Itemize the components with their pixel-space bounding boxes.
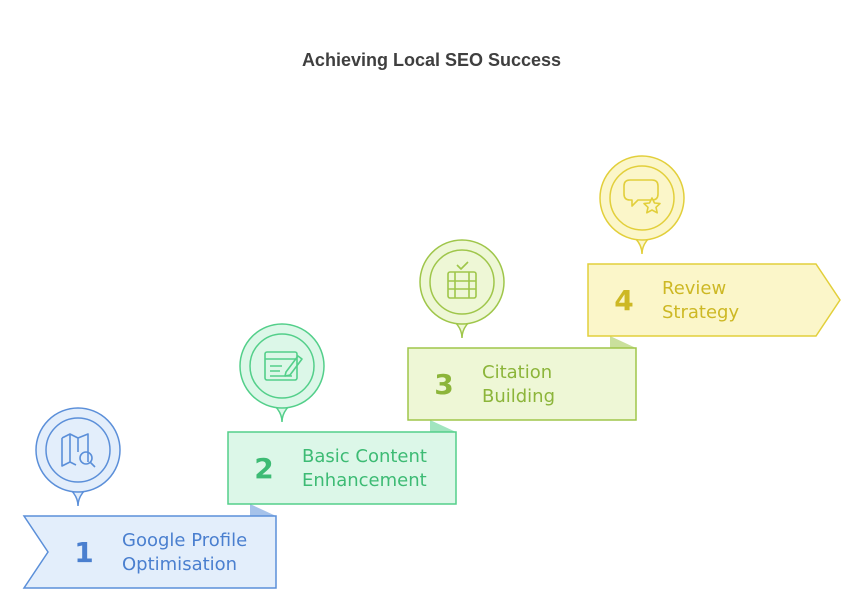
step-3: 3 Citation Building [407,239,637,421]
step-2-label-line2: Enhancement [302,470,427,491]
map-search-icon [61,433,96,468]
step-4: 4 Review Strategy [587,155,841,337]
step-2: 2 Basic Content Enhancement [227,323,457,505]
diagram-title: Achieving Local SEO Success [301,50,562,70]
step-1-number: 1 [74,536,93,569]
step-3-pin [419,239,505,339]
citation-list-icon [447,261,477,299]
step-3-box [407,347,637,421]
step-3-fold [610,336,636,348]
step-2-number: 2 [254,452,273,485]
step-4-number: 4 [614,284,633,317]
step-4-label-line2: Strategy [662,302,739,323]
step-1: 1 Google Profile Optimisation [22,407,277,589]
step-1-label-line2: Optimisation [122,554,237,575]
step-4-pin [599,155,685,255]
step-4-box [587,263,841,337]
step-1-fold [250,504,276,516]
step-3-label-line1: Citation [482,362,552,383]
step-1-box [22,515,277,589]
step-4-label-line1: Review [662,278,726,299]
step-3-label-line2: Building [482,386,555,407]
step-2-pin [239,323,325,423]
step-2-label-line1: Basic Content [302,446,427,467]
step-2-box [227,431,457,505]
review-star-icon [623,179,661,214]
step-1-label-line1: Google Profile [122,530,247,551]
content-edit-icon [264,351,303,381]
step-3-number: 3 [434,368,453,401]
step-2-fold [430,420,456,432]
step-1-pin [35,407,121,507]
